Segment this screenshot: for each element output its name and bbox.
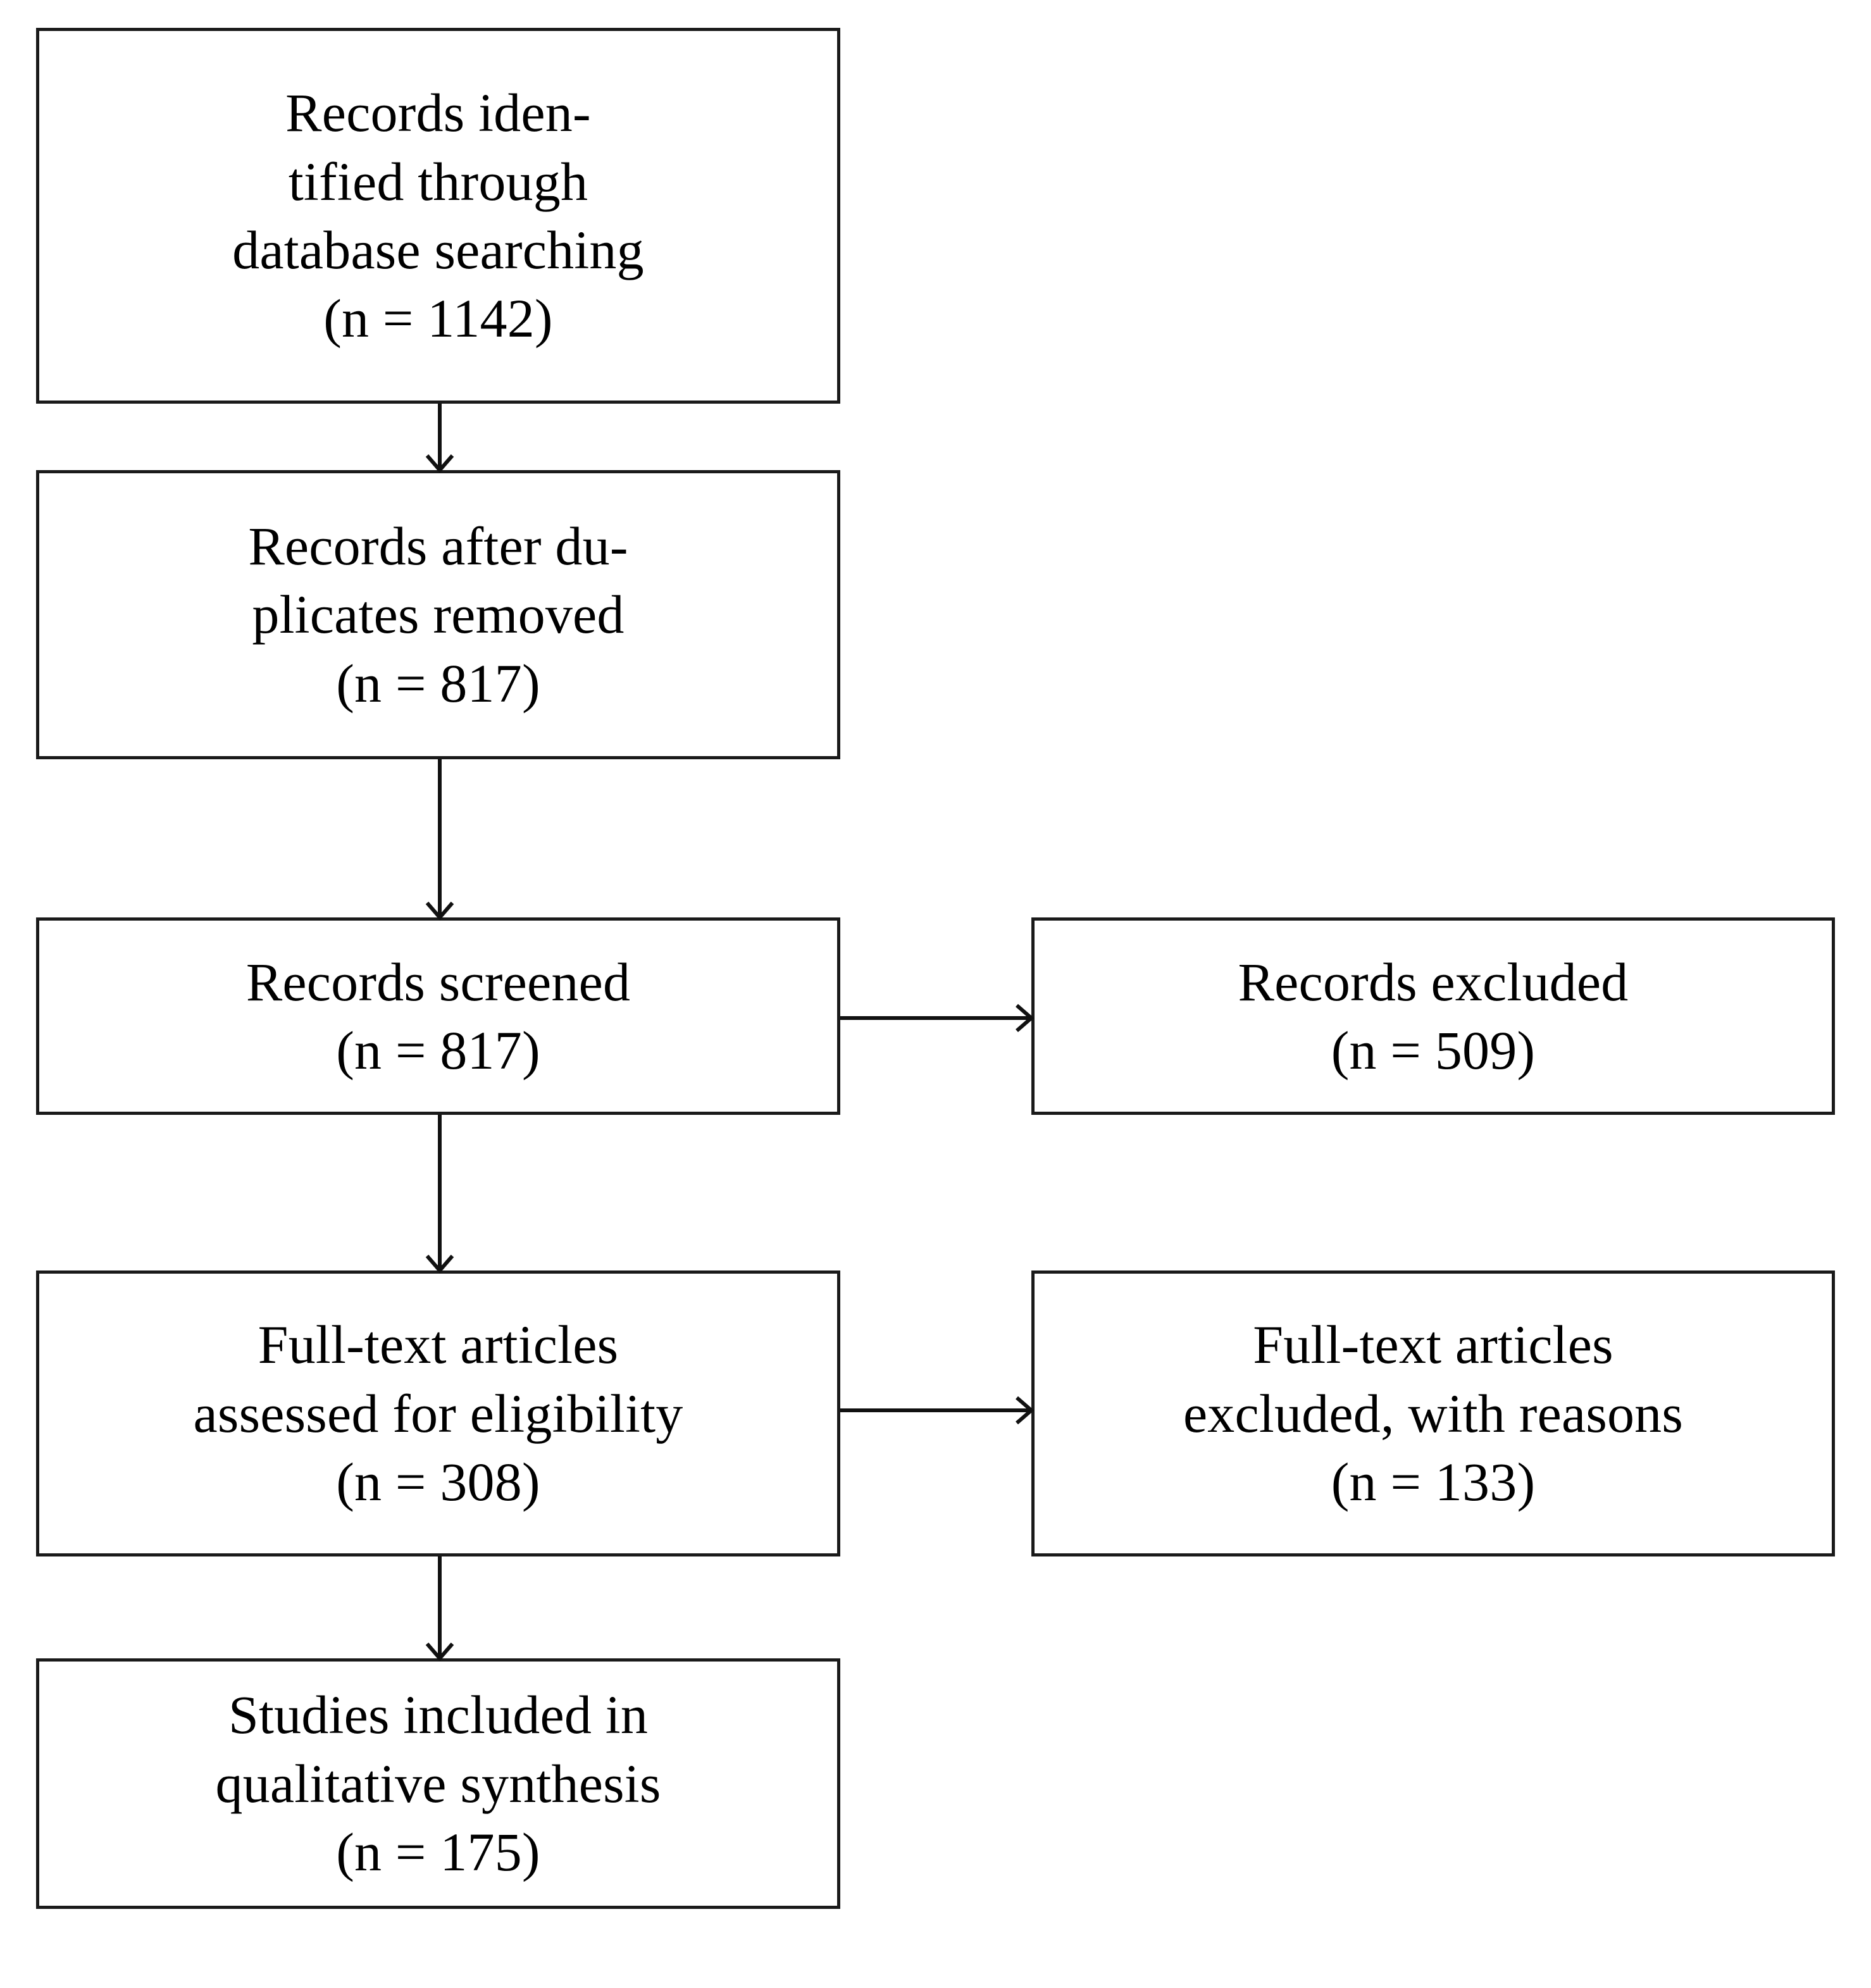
node-records-screened-label: Records screened (n = 817) [246,951,631,1081]
node-records-identified[interactable]: Records iden- tified through database se… [36,28,840,404]
node-full-text-assessed[interactable]: Full-text articles assessed for eligibil… [36,1270,840,1556]
arrow-screened-to-fulltext [418,1115,462,1274]
arrow-dedup-to-screened [418,759,462,921]
node-records-screened[interactable]: Records screened (n = 817) [36,917,840,1115]
node-studies-included[interactable]: Studies included in qualitative synthesi… [36,1658,840,1909]
node-records-after-duplicates-removed-label: Records after du- plicates removed (n = … [248,515,628,714]
node-full-text-excluded[interactable]: Full-text articles excluded, with reason… [1031,1270,1835,1556]
node-full-text-excluded-label: Full-text articles excluded, with reason… [1183,1314,1684,1513]
node-records-identified-label: Records iden- tified through database se… [232,82,644,349]
node-records-excluded[interactable]: Records excluded (n = 509) [1031,917,1835,1115]
node-studies-included-label: Studies included in qualitative synthesi… [215,1684,661,1883]
node-records-excluded-label: Records excluded (n = 509) [1238,951,1629,1081]
arrow-identified-to-dedup [418,404,462,473]
node-full-text-assessed-label: Full-text articles assessed for eligibil… [193,1314,683,1513]
arrow-screened-to-records-excluded [840,998,1035,1038]
node-records-after-duplicates-removed[interactable]: Records after du- plicates removed (n = … [36,470,840,759]
arrow-fulltext-to-included [418,1556,462,1662]
arrow-fulltext-to-fulltext-excluded [840,1391,1035,1430]
